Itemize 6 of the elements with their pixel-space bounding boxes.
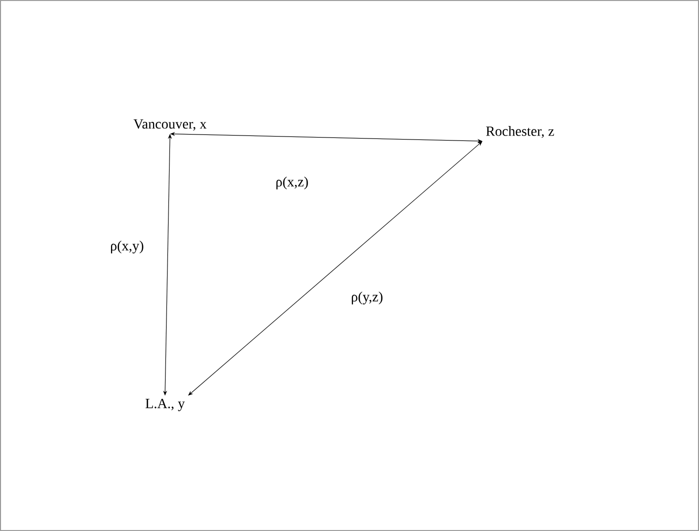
edge-label: ρ(x,y) bbox=[109, 240, 145, 254]
city-label: Vancouver, x bbox=[134, 119, 206, 131]
edge-label: ρ(x,z) bbox=[274, 176, 310, 190]
city-label: Rochester, z bbox=[486, 126, 554, 138]
city-label: L.A., y bbox=[146, 398, 185, 412]
edge-label: ρ(y,z) bbox=[350, 290, 384, 306]
